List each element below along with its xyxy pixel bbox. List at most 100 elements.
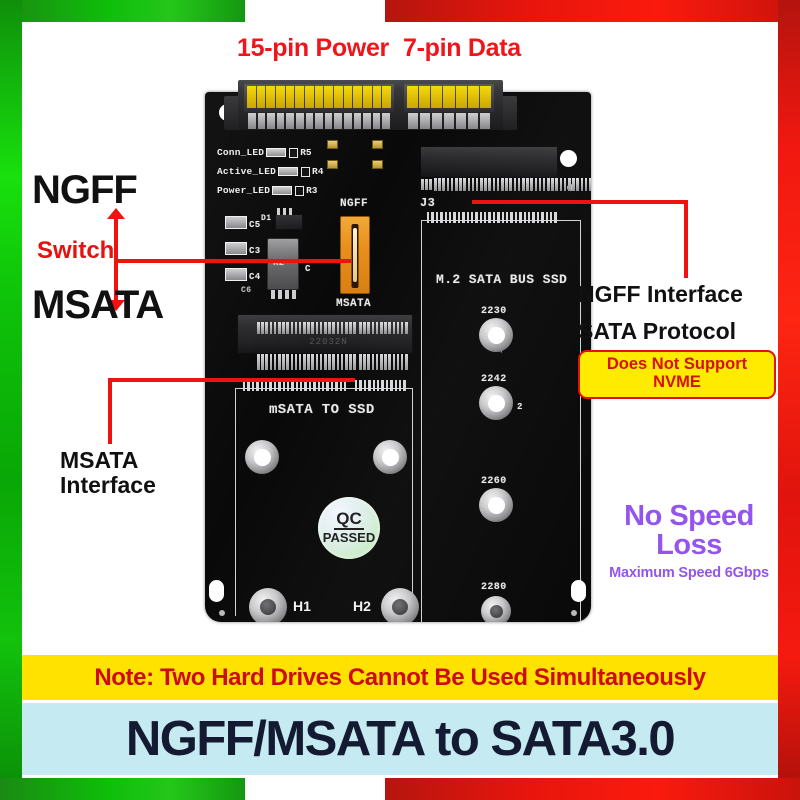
msata-contacts-upper-right bbox=[359, 322, 408, 334]
callout-7pin-data: 7-pin Data bbox=[403, 34, 521, 62]
annotation-ngff-interface: NGFF Interface bbox=[578, 281, 743, 307]
annotation-switch: Switch bbox=[37, 237, 115, 264]
leader-line-switch-vertical bbox=[114, 217, 118, 309]
led-pad bbox=[266, 148, 287, 157]
title-banner: NGFF/MSATA to SATA3.0 bbox=[22, 703, 778, 775]
msata-pads-left bbox=[257, 354, 356, 370]
component-ref: C bbox=[305, 264, 311, 274]
switch-lever[interactable] bbox=[353, 228, 357, 282]
screw-hole-h2 bbox=[381, 588, 419, 622]
standoff-2230 bbox=[479, 318, 513, 352]
arrow-up-icon bbox=[107, 208, 125, 219]
smd-component-cluster: C5 C3 C4 C6 R2 D1 C bbox=[225, 208, 325, 300]
msata-standoff-right bbox=[373, 440, 407, 474]
screw-hole-h1 bbox=[249, 588, 287, 622]
ic-body bbox=[275, 214, 303, 230]
note-banner-text: Note: Two Hard Drives Cannot Be Used Sim… bbox=[94, 663, 706, 691]
callout-15pin-power: 15-pin Power bbox=[237, 34, 389, 62]
nvme-warning-box: Does Not Support NVME bbox=[578, 350, 776, 399]
component-ref: C6 bbox=[241, 286, 252, 295]
speed-claim-subtitle: Maximum Speed 6Gbps bbox=[609, 565, 769, 581]
resistor-pad bbox=[289, 147, 299, 158]
product-title: NGFF/MSATA to SATA3.0 bbox=[125, 712, 676, 766]
nvme-warning-line2: NVME bbox=[653, 373, 701, 392]
screw-label-h2: H2 bbox=[353, 598, 371, 614]
speed-claim-line2: Loss bbox=[656, 529, 722, 561]
led-ref: R4 bbox=[312, 166, 324, 177]
capacitor-pad bbox=[225, 242, 247, 255]
resistor-pad bbox=[301, 166, 311, 177]
led-label: Power_LED bbox=[217, 185, 271, 196]
sata-power-solder-pins bbox=[244, 113, 394, 129]
sata-data-connector-7pin[interactable] bbox=[404, 84, 494, 112]
frame-strip-top-white bbox=[245, 0, 385, 22]
component-ref: D1 bbox=[261, 214, 272, 223]
m2-footprint-notch-ticks bbox=[427, 212, 557, 223]
led-pad bbox=[278, 167, 299, 176]
component-ref: C4 bbox=[249, 272, 261, 282]
m2-length-label-2280: 2280 bbox=[481, 582, 507, 593]
mounting-hole-top-right bbox=[560, 150, 577, 167]
frame-strip-bottom-red bbox=[385, 778, 800, 800]
annotation-ngff-position: NGFF bbox=[32, 168, 138, 212]
sata-power-connector-15pin[interactable] bbox=[244, 84, 394, 112]
leader-line-msata-vertical bbox=[108, 378, 112, 444]
qc-passed-sticker: QC PASSED bbox=[318, 497, 380, 559]
msata-footprint-notch-right bbox=[355, 380, 406, 391]
led-row: Power_LED R3 bbox=[217, 182, 323, 199]
led-ref: R3 bbox=[306, 185, 318, 196]
mounting-hole-bottom-left bbox=[209, 580, 224, 602]
speed-claim-line1: No Speed bbox=[624, 500, 754, 532]
standoff-2260 bbox=[479, 488, 513, 522]
sata-connector[interactable] bbox=[224, 80, 517, 130]
msata-socket[interactable]: 22032N bbox=[237, 314, 413, 376]
msata-standoff-left bbox=[245, 440, 279, 474]
m2-length-label-2242: 2242 bbox=[481, 374, 507, 385]
ngff-msata-selector-switch[interactable] bbox=[340, 216, 370, 294]
annotation-msata-interface-line2: Interface bbox=[60, 471, 156, 498]
led-row: Conn_LED R5 bbox=[217, 144, 323, 161]
ic-leads bbox=[277, 208, 292, 215]
switch-position-label-ngff: NGFF bbox=[340, 198, 369, 210]
annotation-sata-protocol: SATA Protocol bbox=[578, 318, 737, 344]
capacitor-pad bbox=[225, 216, 247, 229]
msata-socket-shell: 22032N bbox=[237, 314, 413, 354]
m2-silkscreen-text: M.2 SATA BUS SSD bbox=[436, 272, 568, 287]
m2-ngff-socket[interactable] bbox=[420, 146, 591, 194]
transistor-leads bbox=[271, 290, 296, 299]
mounting-hole-bottom-right bbox=[571, 580, 586, 602]
frame-strip-left-green bbox=[0, 0, 22, 800]
via-bottom-right bbox=[571, 610, 577, 616]
leader-line-msata-horizontal bbox=[108, 378, 355, 382]
m2-length-label-2260: 2260 bbox=[481, 476, 507, 487]
msata-socket-code: 22032N bbox=[309, 337, 348, 347]
m2-footprint-outline bbox=[421, 220, 581, 622]
m2-contacts-long bbox=[434, 178, 591, 191]
led-ref: R5 bbox=[300, 147, 312, 158]
component-ref: C5 bbox=[249, 220, 261, 230]
qc-label-bottom: PASSED bbox=[322, 530, 376, 546]
adapter-pcb-board: Conn_LED R5 Active_LED R4 Power_LED R3 C… bbox=[205, 92, 591, 622]
standoff-2242 bbox=[479, 386, 513, 420]
frame-strip-right-red bbox=[778, 0, 800, 800]
frame-strip-bottom-green bbox=[0, 778, 245, 800]
msata-silkscreen-text: mSATA TO SSD bbox=[269, 402, 375, 418]
capacitor-pad bbox=[225, 268, 247, 281]
nvme-warning-line1: Does Not Support bbox=[606, 355, 748, 373]
led-row: Active_LED R4 bbox=[217, 163, 323, 180]
leader-line-switch-horizontal bbox=[116, 259, 351, 263]
frame-strip-bottom-white bbox=[245, 778, 385, 800]
m2-socket-shell bbox=[420, 146, 558, 178]
component-ref: C3 bbox=[249, 246, 261, 256]
msata-contacts-upper-left bbox=[257, 322, 356, 334]
arrow-down-icon bbox=[107, 300, 125, 311]
resistor-pad bbox=[295, 185, 305, 196]
led-label: Active_LED bbox=[217, 166, 277, 177]
msata-pads-right bbox=[359, 354, 408, 370]
annotation-msata-interface: MSATA Interface bbox=[60, 448, 156, 498]
standoff-2280 bbox=[481, 596, 511, 622]
leader-line-ngff-vertical bbox=[684, 200, 688, 278]
m2-length-label-2230: 2230 bbox=[481, 306, 507, 317]
m2-connector-ref: J3 bbox=[420, 196, 436, 210]
